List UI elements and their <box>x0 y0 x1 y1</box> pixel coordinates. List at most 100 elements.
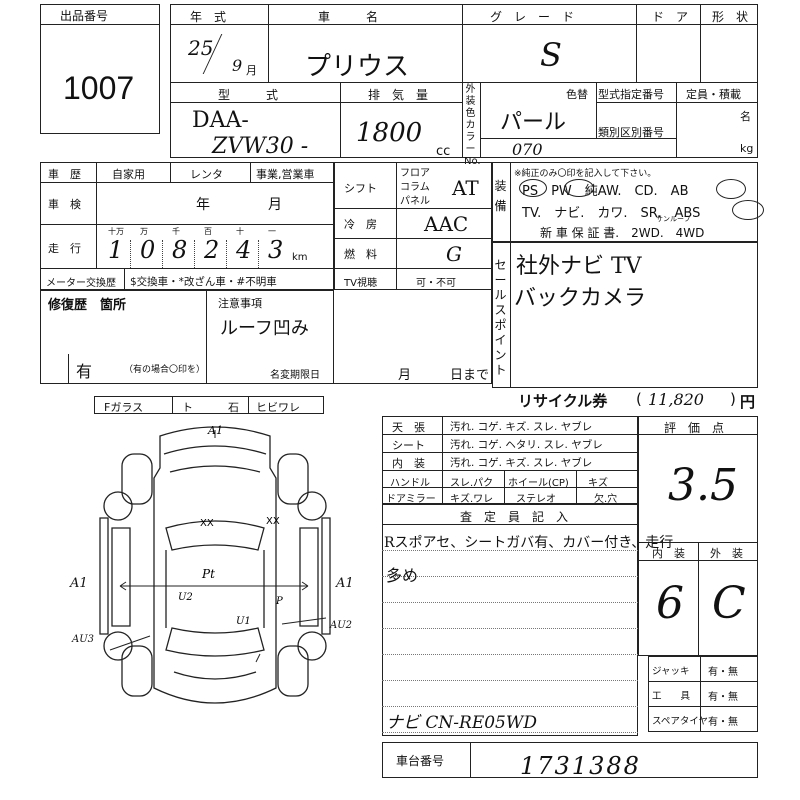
sales-line2: バックカメラ <box>514 286 647 311</box>
mileage-unit: km <box>292 252 308 263</box>
grade-exterior-label: 外 装 <box>710 547 743 560</box>
fuel-value: G <box>446 242 462 266</box>
mark-lower-right: AU2 <box>330 620 353 631</box>
mark-xx2: XX <box>266 516 280 527</box>
tool-value: 有・無 <box>708 667 738 678</box>
grade-value: S <box>540 36 562 74</box>
sales-label: セールスポイント <box>494 258 507 377</box>
stereo-opts: 欠.穴 <box>594 494 618 505</box>
condition-row-options: 汚れ. コゲ. キズ. スレ. ヤブレ <box>450 421 593 433</box>
mirror-label: ドアミラー <box>386 494 436 505</box>
sales-line1: 社外ナビ TV <box>516 254 642 279</box>
glass-stone: 石 <box>228 401 239 414</box>
class-label: 類別区別番号 <box>598 126 664 139</box>
condition-grid <box>382 416 638 504</box>
tv-value: 可・不可 <box>416 278 456 289</box>
disp-unit: cc <box>436 144 451 159</box>
sales-grid <box>492 242 758 388</box>
tool-label: ジャッキ <box>652 666 690 677</box>
mileage-digit: 1 <box>108 236 124 264</box>
repair-label: 修復歴 箇所 <box>48 298 127 313</box>
mark-left: A1 <box>70 576 88 591</box>
lot-header: 出品番号 <box>60 9 109 23</box>
top-grid <box>170 4 758 158</box>
name-change-label: 名変期限日 <box>270 370 320 381</box>
year-header: 年 式 <box>190 10 227 24</box>
mark-xx1: XX <box>200 518 214 529</box>
type-label: 型 式 <box>218 88 279 102</box>
color-value: パール <box>500 110 567 135</box>
grade-score: 3.5 <box>668 460 738 511</box>
equipment-line2: TV. ナビ. カワ. SR. ABS <box>522 206 701 221</box>
shift-panel: パネル <box>400 196 430 207</box>
shift-column: コラム <box>400 182 430 193</box>
year-value: 25 <box>188 36 214 60</box>
mileage-digit: 4 <box>236 236 252 264</box>
mileage-digit: 3 <box>268 236 284 264</box>
capacity-label: 定員・積載 <box>686 88 741 101</box>
handle-opts: スレ.パク <box>450 478 494 489</box>
tools-grid <box>648 656 758 732</box>
tool-label: 工 具 <box>652 691 691 702</box>
grade-label: 評 価 点 <box>664 421 725 435</box>
month-value: 9 <box>232 56 243 75</box>
mark-mid: Pt <box>201 567 215 581</box>
mark-u1: U1 <box>236 616 251 627</box>
inspector-grid <box>382 504 638 736</box>
inspector-bottom: ナビ CN-RE05WD <box>386 713 537 733</box>
disp-label: 排 気 量 <box>368 88 429 102</box>
chassis-label: 車台番号 <box>396 754 445 768</box>
lot-number: 1007 <box>63 70 135 106</box>
glass-to: ト <box>182 401 193 414</box>
inspection-label: 車 検 <box>48 198 81 211</box>
history-rental: レンタ <box>190 168 223 181</box>
condition-row-options: 汚れ. コゲ. キズ. スレ. ヤブレ <box>450 457 593 469</box>
glass-row <box>94 396 324 414</box>
equipment-label: 装備 <box>494 179 507 213</box>
meter-options: $交換車・*改ざん車・#不明車 <box>130 276 277 288</box>
shift-label: シフト <box>344 182 377 195</box>
inspection-month: 月 <box>268 197 282 213</box>
notes-month: 月 <box>398 368 412 383</box>
car-name-value: プリウス <box>305 52 410 82</box>
tool-label: スペアタイヤ <box>652 716 709 727</box>
mileage-label: 走 行 <box>48 242 81 255</box>
recycle-label: リサイクル券 <box>518 392 608 410</box>
shape-header: 形 状 <box>712 10 749 24</box>
disp-value: 1800 <box>356 118 423 148</box>
repair-grid <box>40 290 334 384</box>
chassis-grid <box>382 742 758 778</box>
mark-pillar: P <box>275 596 283 607</box>
mileage-unit-label: 十万 <box>108 227 124 236</box>
aircon-value: AAC <box>424 212 469 236</box>
ab-circle <box>716 179 746 199</box>
wheel-value: キズ <box>588 478 608 489</box>
inspection-year: 年 <box>196 197 210 213</box>
car-name-header: 車 名 <box>318 10 379 24</box>
mileage-unit-label: 一 <box>268 227 276 236</box>
grade-exterior: C <box>712 578 746 629</box>
grade-header: グ レ ー ド <box>490 10 575 24</box>
history-label: 車 歴 <box>48 168 81 181</box>
notes-label: 注意事項 <box>218 297 262 310</box>
mileage-unit-label: 十 <box>236 227 244 236</box>
recycle-unit: 円 <box>740 393 756 411</box>
tool-value: 有・無 <box>708 692 738 703</box>
color-label: 色替 <box>566 88 588 101</box>
mark-lower-left: AU3 <box>72 634 95 645</box>
history-business: 事業,営業車 <box>256 168 315 181</box>
condition-row-label: シート <box>392 439 425 452</box>
inspector-label: 査 定 員 記 入 <box>460 510 569 524</box>
tv-label: TV視聴 <box>344 278 377 289</box>
inspector-line2: 多め <box>386 566 419 585</box>
type-num-label: 型式指定番号 <box>598 88 664 101</box>
pw-circle <box>564 179 594 197</box>
condition-row-label: 天 張 <box>392 421 425 434</box>
fuel-label: 燃 料 <box>344 248 377 261</box>
car-diagram: A1 XX XX Pt U2 U1 P <box>99 424 331 704</box>
repair-value: 有 <box>76 362 93 381</box>
grade-interior: 6 <box>656 578 684 629</box>
equipment-line3: 新 車 保 証 書. 2WD. 4WD <box>540 226 705 240</box>
doors-header: ド ア <box>652 10 689 24</box>
recycle-value: 11,820 <box>648 390 704 409</box>
